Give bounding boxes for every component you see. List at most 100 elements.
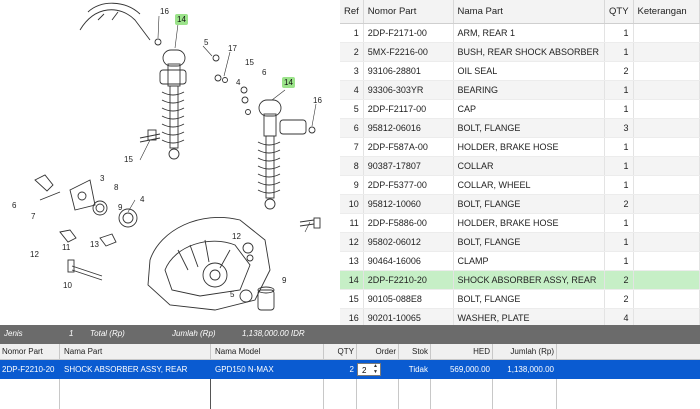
total-label: Total (Rp) [90, 329, 125, 338]
ref-cell: 5 [340, 99, 364, 119]
col-ref[interactable]: Ref [340, 0, 364, 24]
nama-part-cell: BEARING [453, 80, 606, 100]
order-col-nomor-part[interactable]: Nomor Part [2, 347, 43, 356]
col-nomor-part[interactable]: Nomor Part [363, 0, 454, 24]
nomor-part-cell: 2DP-F587A-00 [363, 137, 454, 157]
order-grid-header: Nomor Part Nama Part Nama Model QTY Orde… [0, 344, 700, 360]
nama-part-cell: COLLAR [453, 156, 606, 176]
nomor-part-cell: 90464-16006 [363, 251, 454, 271]
callout-3: 3 [100, 174, 105, 183]
ref-cell: 14 [340, 270, 364, 290]
order-col-stok[interactable]: Stok [411, 347, 428, 356]
callout-5b: 5 [230, 290, 235, 299]
order-summary-bar: Jenis 1 Total (Rp) Jumlah (Rp) 1,138,000… [0, 325, 700, 344]
parts-table-panel: Ref Nomor Part Nama Part QTY Keterangan … [340, 0, 700, 325]
order-col-order[interactable]: Order [375, 347, 396, 356]
nama-part-cell: BOLT, FLANGE [453, 289, 606, 309]
callout-13: 13 [90, 240, 99, 249]
order-col-hed[interactable]: HED [473, 347, 490, 356]
order-stok: Tidak [408, 365, 428, 374]
exploded-view-drawing [34, 2, 321, 311]
order-grid-empty-area [0, 379, 700, 409]
stepper-arrows-icon[interactable]: ▲▼ [373, 363, 378, 375]
order-quantity-stepper[interactable]: 2 ▲▼ [357, 363, 381, 376]
ref-cell: 7 [340, 137, 364, 157]
nama-part-cell: BOLT, FLANGE [453, 232, 606, 252]
order-col-jumlah[interactable]: Jumlah (Rp) [510, 347, 554, 356]
col-nama-part[interactable]: Nama Part [453, 0, 606, 24]
nomor-part-cell: 2DP-F2171-00 [363, 23, 454, 43]
callout-15b: 15 [124, 155, 133, 164]
keterangan-cell [633, 213, 700, 233]
nama-part-cell: ARM, REAR 1 [453, 23, 606, 43]
order-nomor-part: 2DP-F2210-20 [2, 365, 55, 374]
qty-cell: 3 [604, 118, 634, 138]
ref-cell: 12 [340, 232, 364, 252]
callout-6b: 6 [12, 201, 17, 210]
keterangan-cell [633, 308, 700, 325]
nomor-part-cell: 95802-06012 [363, 232, 454, 252]
order-col-nama-part[interactable]: Nama Part [64, 347, 103, 356]
qty-cell: 1 [604, 42, 634, 62]
jenis-label: Jenis [4, 329, 23, 338]
qty-cell: 1 [604, 23, 634, 43]
nomor-part-cell: 95812-06016 [363, 118, 454, 138]
col-qty[interactable]: QTY [604, 0, 634, 24]
qty-cell: 2 [604, 194, 634, 214]
ref-cell: 16 [340, 308, 364, 325]
order-col-nama-model[interactable]: Nama Model [215, 347, 261, 356]
order-col-qty[interactable]: QTY [337, 347, 354, 356]
callout-8: 8 [114, 183, 119, 192]
parts-table-header: Ref Nomor Part Nama Part QTY Keterangan [340, 0, 700, 24]
nomor-part-cell: 5MX-F2216-00 [363, 42, 454, 62]
keterangan-cell [633, 61, 700, 81]
keterangan-cell [633, 194, 700, 214]
keterangan-cell [633, 99, 700, 119]
keterangan-cell [633, 42, 700, 62]
nama-part-cell: HOLDER, BRAKE HOSE [453, 137, 606, 157]
nama-part-cell: WASHER, PLATE [453, 308, 606, 325]
callout-9b: 9 [282, 276, 287, 285]
nomor-part-cell: 93106-28801 [363, 61, 454, 81]
keterangan-cell [633, 232, 700, 252]
ref-cell: 9 [340, 175, 364, 195]
callout-12b: 12 [232, 232, 241, 241]
nomor-part-cell: 90387-17807 [363, 156, 454, 176]
nomor-part-cell: 90105-088E8 [363, 289, 454, 309]
order-row[interactable]: 2DP-F2210-20 SHOCK ABSORBER ASSY, REAR G… [0, 360, 700, 379]
qty-cell: 1 [604, 251, 634, 271]
nama-part-cell: OIL SEAL [453, 61, 606, 81]
keterangan-cell [633, 118, 700, 138]
callout-6a: 6 [262, 68, 267, 77]
qty-cell: 1 [604, 213, 634, 233]
qty-cell: 1 [604, 175, 634, 195]
col-keterangan[interactable]: Keterangan [633, 0, 700, 24]
qty-cell: 1 [604, 137, 634, 157]
nama-part-cell: SHOCK ABSORBER ASSY, REAR [453, 270, 606, 290]
ref-cell: 13 [340, 251, 364, 271]
order-nama-model: GPD150 N-MAX [215, 365, 274, 374]
order-nama-part: SHOCK ABSORBER ASSY, REAR [64, 365, 188, 374]
nama-part-cell: CLAMP [453, 251, 606, 271]
nomor-part-cell: 90201-10065 [363, 308, 454, 325]
qty-cell: 1 [604, 99, 634, 119]
jenis-value: 1 [69, 329, 74, 338]
keterangan-cell [633, 80, 700, 100]
qty-cell: 1 [604, 232, 634, 252]
